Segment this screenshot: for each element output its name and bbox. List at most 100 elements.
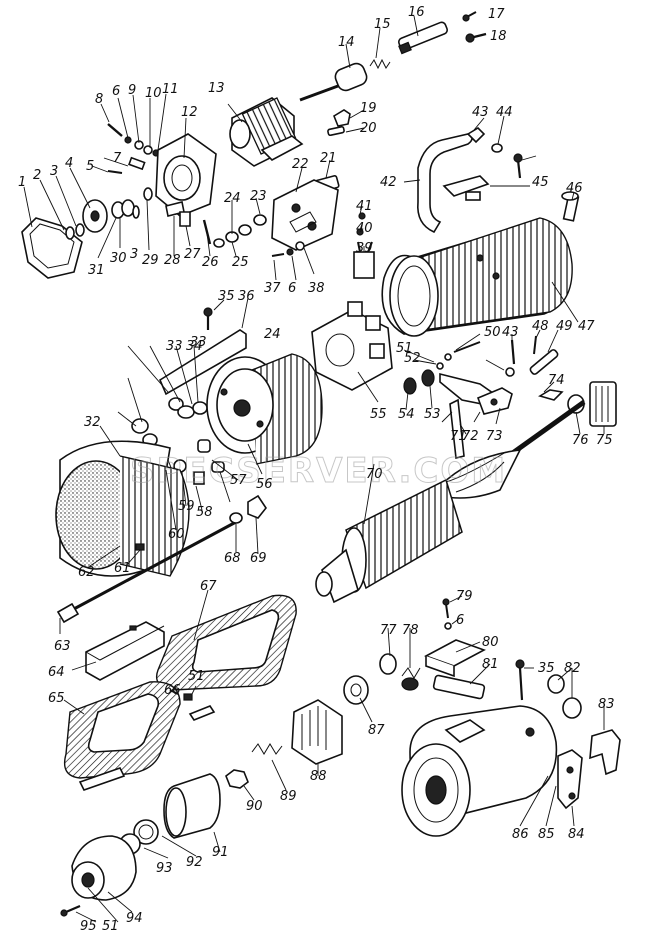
relay-group — [229, 11, 487, 257]
part-number-label: 16 — [408, 5, 425, 20]
part-number-label: 21 — [320, 151, 337, 166]
part-number-label: 55 — [370, 407, 387, 422]
part-number-label: 69 — [250, 551, 267, 566]
part-number-label: 11 — [162, 82, 179, 97]
part-number-label: 43 — [472, 105, 489, 120]
part-number-label: 72 — [462, 429, 479, 444]
part-number-label: 58 — [196, 505, 213, 520]
part-number-label: 3 — [130, 247, 138, 262]
part-number-label: 15 — [374, 17, 391, 32]
part-number-label: 48 — [532, 319, 549, 334]
part-number-label: 95 — [80, 919, 97, 934]
part-number-label: 91 — [212, 845, 229, 860]
part-number-label: 54 — [398, 407, 415, 422]
part-number-label: 92 — [186, 855, 203, 870]
part-number-label: 20 — [360, 121, 377, 136]
part-number-label: 6 — [288, 281, 296, 296]
part-number-label: 17 — [488, 7, 505, 22]
field-winding-group — [60, 594, 369, 917]
part-number-label: 24 — [264, 327, 281, 342]
part-number-label: 66 — [164, 683, 181, 698]
part-number-label: 60 — [168, 527, 185, 542]
part-number-label: 61 — [114, 561, 131, 576]
part-number-label: 49 — [556, 319, 573, 334]
watermark-text: SPECSERVER.COM — [130, 451, 507, 491]
part-number-label: 8 — [95, 92, 103, 107]
part-number-label: 34 — [186, 339, 203, 354]
part-number-label: 94 — [126, 911, 143, 926]
part-number-label: 89 — [280, 789, 297, 804]
part-number-label: 59 — [178, 499, 195, 514]
part-number-label: 80 — [482, 635, 499, 650]
part-number-label: 4 — [65, 156, 73, 171]
part-number-label: 33 — [166, 339, 183, 354]
drive-end-group — [55, 307, 323, 624]
part-number-label: 78 — [402, 623, 419, 638]
part-number-label: 74 — [548, 373, 565, 388]
part-number-label: 47 — [578, 319, 595, 334]
part-number-label: 6 — [112, 84, 120, 99]
part-number-label: 44 — [496, 105, 513, 120]
leader-lines — [23, 15, 605, 923]
part-number-label: 68 — [224, 551, 241, 566]
part-number-label: 3 — [50, 164, 58, 179]
part-number-label: 23 — [250, 189, 267, 204]
part-number-label: 43 — [502, 325, 519, 340]
commutator-group — [311, 301, 617, 604]
part-number-label: 42 — [380, 175, 397, 190]
part-number-label: 86 — [512, 827, 529, 842]
part-number-label: 90 — [246, 799, 263, 814]
part-number-label: 28 — [164, 253, 181, 268]
part-number-label: 33 — [190, 335, 207, 350]
part-number-label: 36 — [238, 289, 255, 304]
part-number-label: 73 — [486, 429, 503, 444]
part-number-label: 18 — [490, 29, 507, 44]
drive-housing-group — [379, 598, 621, 837]
part-number-label: 41 — [356, 199, 373, 214]
part-number-label: 37 — [264, 281, 281, 296]
part-number-label: 51 — [188, 669, 205, 684]
housing-group — [353, 126, 580, 337]
part-number-label: 38 — [308, 281, 325, 296]
part-number-label: 24 — [224, 191, 241, 206]
part-number-label: 76 — [572, 433, 589, 448]
part-number-label: 40 — [356, 221, 373, 236]
part-number-label: 27 — [184, 247, 201, 262]
part-number-label: 12 — [181, 105, 198, 120]
part-number-label: 13 — [208, 81, 225, 96]
part-number-label: 79 — [456, 589, 473, 604]
part-number-label: 46 — [566, 181, 583, 196]
part-number-label: 75 — [596, 433, 613, 448]
part-number-label: 2 — [33, 168, 41, 183]
part-number-label: 50 — [484, 325, 501, 340]
part-number-label: 85 — [538, 827, 555, 842]
part-number-label: 84 — [568, 827, 585, 842]
part-number-label: 52 — [404, 351, 421, 366]
part-number-label: 19 — [360, 101, 377, 116]
part-number-label: 7 — [113, 151, 122, 166]
part-number-label: 25 — [232, 255, 249, 270]
part-number-label: 56 — [256, 477, 273, 492]
part-number-label: 29 — [142, 253, 159, 268]
part-number-label: 62 — [78, 565, 95, 580]
part-number-label: 82 — [564, 661, 581, 676]
part-number-label: 51 — [102, 919, 119, 934]
part-number-label: 57 — [230, 473, 247, 488]
part-number-label: 70 — [366, 467, 383, 482]
part-number-label: 63 — [54, 639, 71, 654]
part-number-label: 14 — [338, 35, 355, 50]
part-number-label: 67 — [200, 579, 217, 594]
part-number-label: 32 — [84, 415, 101, 430]
part-number-label: 81 — [482, 657, 499, 672]
part-number-label: 30 — [110, 251, 127, 266]
part-number-label: 64 — [48, 665, 65, 680]
part-number-label: 1 — [18, 175, 26, 190]
part-number-label: 83 — [598, 697, 615, 712]
part-number-label: 6 — [456, 613, 464, 628]
part-number-label: 35 — [538, 661, 555, 676]
part-number-label: 87 — [368, 723, 385, 738]
part-number-label: 31 — [88, 263, 105, 278]
part-number-label: 77 — [380, 623, 397, 638]
